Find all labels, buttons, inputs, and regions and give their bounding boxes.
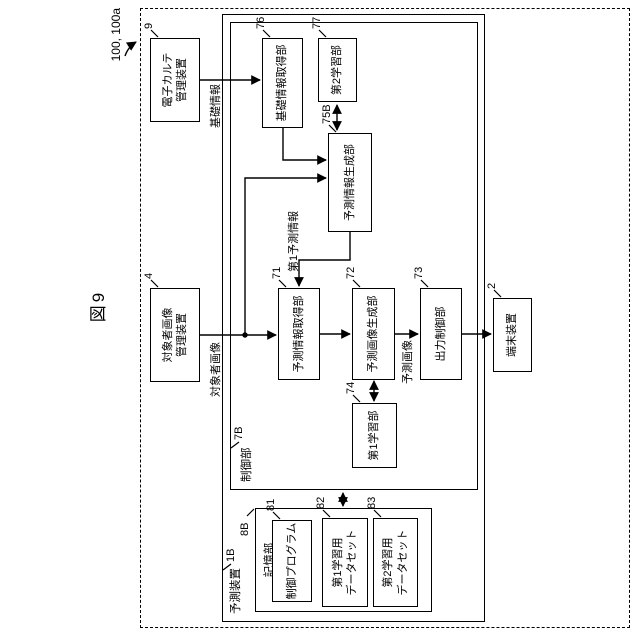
box-prediction-info-generation: 予測情報生成部 <box>328 133 372 232</box>
ref-prediction-info-generation: 75B <box>321 104 333 124</box>
box-second-learning: 第2学習部 <box>318 38 357 102</box>
box-basic-info-acquisition: 基礎情報取得部 <box>262 38 303 128</box>
box-output-control: 出力制御部 <box>420 288 462 380</box>
flow-label-subject-image: 対象者画像 <box>210 342 222 397</box>
system-reference: 100, 100a <box>109 8 123 62</box>
ref-first-learning-dataset: 82 <box>315 496 327 509</box>
ref-first-learning: 74 <box>345 381 357 394</box>
ref-prediction-device: 1B <box>225 548 237 562</box>
prediction-device-label: 予測装置 <box>230 568 242 614</box>
ref-prediction-image-generation: 72 <box>345 266 357 279</box>
box-first-learning-dataset: 第1学習用 データセット <box>322 518 368 607</box>
figure-number: 図9 <box>89 289 108 323</box>
ref-second-learning: 77 <box>311 16 323 29</box>
ref-second-learning-dataset: 83 <box>366 496 378 509</box>
ref-storage-unit: 8B <box>239 522 251 536</box>
box-second-learning-dataset: 第2学習用 データセット <box>373 518 418 607</box>
ref-control-program: 81 <box>265 498 277 511</box>
system-ref-leader-arrow <box>124 41 137 57</box>
flow-label-basic-info: 基礎情報 <box>210 84 222 128</box>
box-prediction-image-generation: 予測画像生成部 <box>352 288 395 380</box>
ref-terminal: 2 <box>486 282 498 289</box>
box-first-learning: 第1学習部 <box>352 403 397 468</box>
control-unit-label: 制御部 <box>241 447 253 483</box>
box-subject-image-mgmt-device: 対象者画像 管理装置 <box>150 288 200 382</box>
box-prediction-info-acquisition: 予測情報取得部 <box>278 288 320 380</box>
ref-basic-info-acquisition: 76 <box>255 16 267 29</box>
ref-output-control: 73 <box>413 266 425 279</box>
flow-label-prediction-image: 予測画像 <box>402 340 414 384</box>
box-terminal-device: 端末装置 <box>493 298 532 372</box>
ref-prediction-info-acquisition: 71 <box>271 266 283 279</box>
box-electronic-karte-device: 電子カルテ 管理装置 <box>150 38 200 122</box>
box-control-program: 制御プログラム <box>272 520 312 602</box>
ref-electronic-karte: 9 <box>143 22 155 29</box>
ref-subject-image-mgmt: 4 <box>143 272 155 279</box>
flow-label-first-prediction-info: 第1予測情報 <box>288 210 300 272</box>
ref-control-unit: 7B <box>233 426 245 440</box>
